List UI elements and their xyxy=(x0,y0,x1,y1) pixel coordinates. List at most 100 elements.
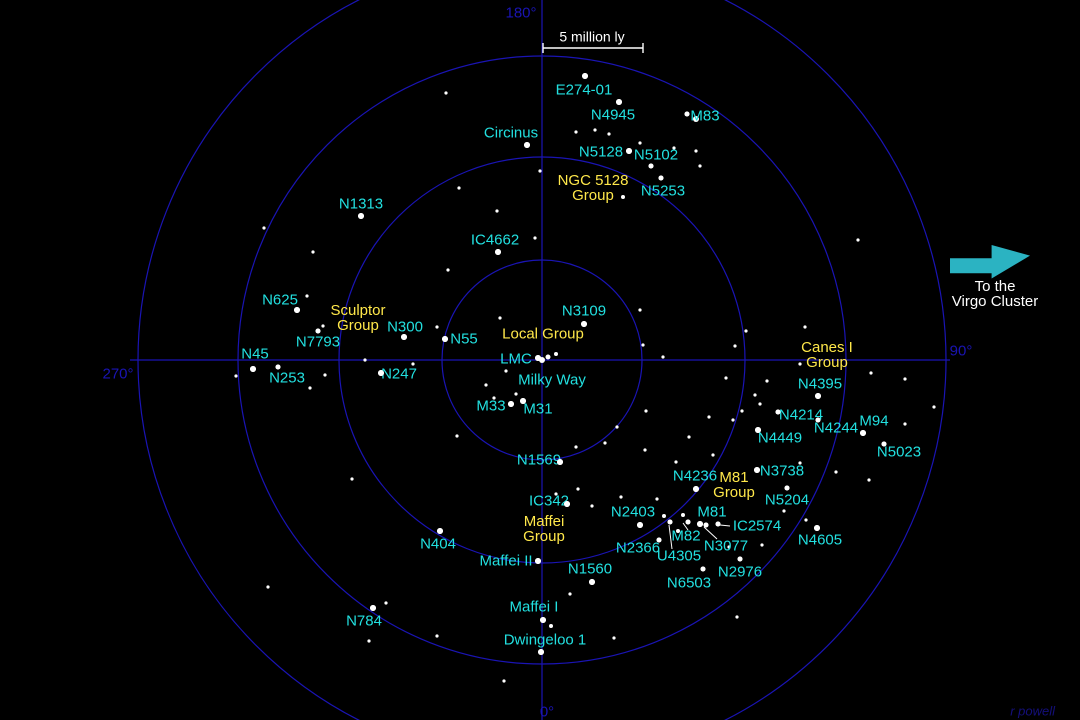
field-star xyxy=(693,116,699,122)
field-star xyxy=(687,435,691,439)
field-star xyxy=(643,448,647,452)
field-star xyxy=(444,91,448,95)
field-star xyxy=(903,377,907,381)
field-star xyxy=(554,352,558,356)
field-star xyxy=(266,585,270,589)
field-star xyxy=(655,497,659,501)
field-star xyxy=(367,639,371,643)
galaxy-dot-n5253 xyxy=(658,175,664,181)
field-star xyxy=(733,344,737,348)
field-star xyxy=(533,236,537,240)
field-star xyxy=(803,325,807,329)
galaxy-dot-n45 xyxy=(250,366,256,372)
field-star xyxy=(731,418,735,422)
galaxy-dot-maffei-i xyxy=(540,617,546,623)
galaxy-dot-n5128 xyxy=(626,148,632,154)
field-star xyxy=(735,615,739,619)
field-star xyxy=(698,164,702,168)
field-star xyxy=(504,369,508,373)
field-star xyxy=(834,470,838,474)
field-star xyxy=(308,386,312,390)
galaxy-dot-m81 xyxy=(697,521,703,527)
galaxy-dot-m31 xyxy=(520,398,526,404)
field-star xyxy=(856,238,860,242)
galaxy-dot-n2366 xyxy=(656,537,662,543)
field-star xyxy=(641,343,645,347)
field-star xyxy=(311,250,315,254)
galaxy-dot-n4236 xyxy=(693,486,699,492)
field-star xyxy=(644,409,648,413)
field-star xyxy=(455,434,459,438)
field-star xyxy=(740,409,744,413)
galaxy-dot-n4244 xyxy=(815,417,821,423)
leader-line-n3077 xyxy=(703,526,718,540)
field-star xyxy=(495,209,499,213)
field-star xyxy=(568,592,572,596)
galaxy-dot-n247 xyxy=(378,370,384,376)
galaxy-dot-n784 xyxy=(370,605,376,611)
field-star xyxy=(638,308,642,312)
galaxy-dot-n253 xyxy=(275,364,281,370)
field-star xyxy=(607,132,611,136)
galaxy-dot-n4214 xyxy=(775,409,781,415)
field-star xyxy=(798,461,802,465)
field-star xyxy=(554,492,558,496)
field-star xyxy=(662,514,666,518)
field-star xyxy=(612,636,616,640)
field-star xyxy=(681,513,685,517)
galaxy-dot-n5204 xyxy=(784,485,790,491)
galaxy-dot-maffei-ii xyxy=(535,558,541,564)
field-star xyxy=(576,487,580,491)
field-star xyxy=(672,146,676,150)
field-star xyxy=(435,634,439,638)
galaxy-dot-m33 xyxy=(508,401,514,407)
field-star xyxy=(603,441,607,445)
galaxy-dot-n5102 xyxy=(648,163,654,169)
galaxy-dot-e274-01 xyxy=(582,73,588,79)
field-star xyxy=(435,325,439,329)
field-star xyxy=(305,294,309,298)
virgo-cluster-arrow xyxy=(950,245,1030,279)
galaxy-dot-m83 xyxy=(684,111,690,117)
field-star xyxy=(514,392,518,396)
galaxy-dot-n4605 xyxy=(814,525,820,531)
field-star xyxy=(661,355,665,359)
galaxy-dot-n6503 xyxy=(700,566,706,572)
field-star xyxy=(932,405,936,409)
scale-bar xyxy=(542,43,644,53)
leader-line-layer xyxy=(668,522,731,550)
leader-line-m82 xyxy=(682,522,689,531)
leader-line-ic2574 xyxy=(719,524,731,527)
field-star xyxy=(484,383,488,387)
field-star xyxy=(350,477,354,481)
galaxy-dot-m94 xyxy=(860,430,866,436)
galaxy-dot-n7793 xyxy=(315,328,321,334)
field-star xyxy=(707,415,711,419)
field-star xyxy=(758,402,762,406)
galaxy-dot-n3738 xyxy=(754,467,760,473)
galaxy-dot-n2403 xyxy=(637,522,643,528)
galaxy-dot-ic4662 xyxy=(495,249,501,255)
field-star xyxy=(867,478,871,482)
galaxy-dot-m82 xyxy=(685,519,691,525)
galaxy-dot-n55 xyxy=(442,336,448,342)
field-star xyxy=(411,362,415,366)
galaxy-dot-n404 xyxy=(437,528,443,534)
leader-line-u4305 xyxy=(668,524,673,550)
galaxy-dot-circinus xyxy=(524,142,530,148)
field-star xyxy=(674,460,678,464)
galaxy-dot-milky-way xyxy=(539,357,545,363)
field-star xyxy=(384,601,388,605)
field-star xyxy=(694,149,698,153)
galaxy-dot-n4449 xyxy=(755,427,761,433)
galaxy-dot-ic2574 xyxy=(715,521,721,527)
field-star xyxy=(798,362,802,366)
field-star xyxy=(753,393,757,397)
field-star xyxy=(724,376,728,380)
field-star xyxy=(615,425,619,429)
field-star xyxy=(262,226,266,230)
galaxy-dot-n1569 xyxy=(557,459,563,465)
galaxy-dot-n1560 xyxy=(589,579,595,585)
field-star xyxy=(492,396,496,400)
